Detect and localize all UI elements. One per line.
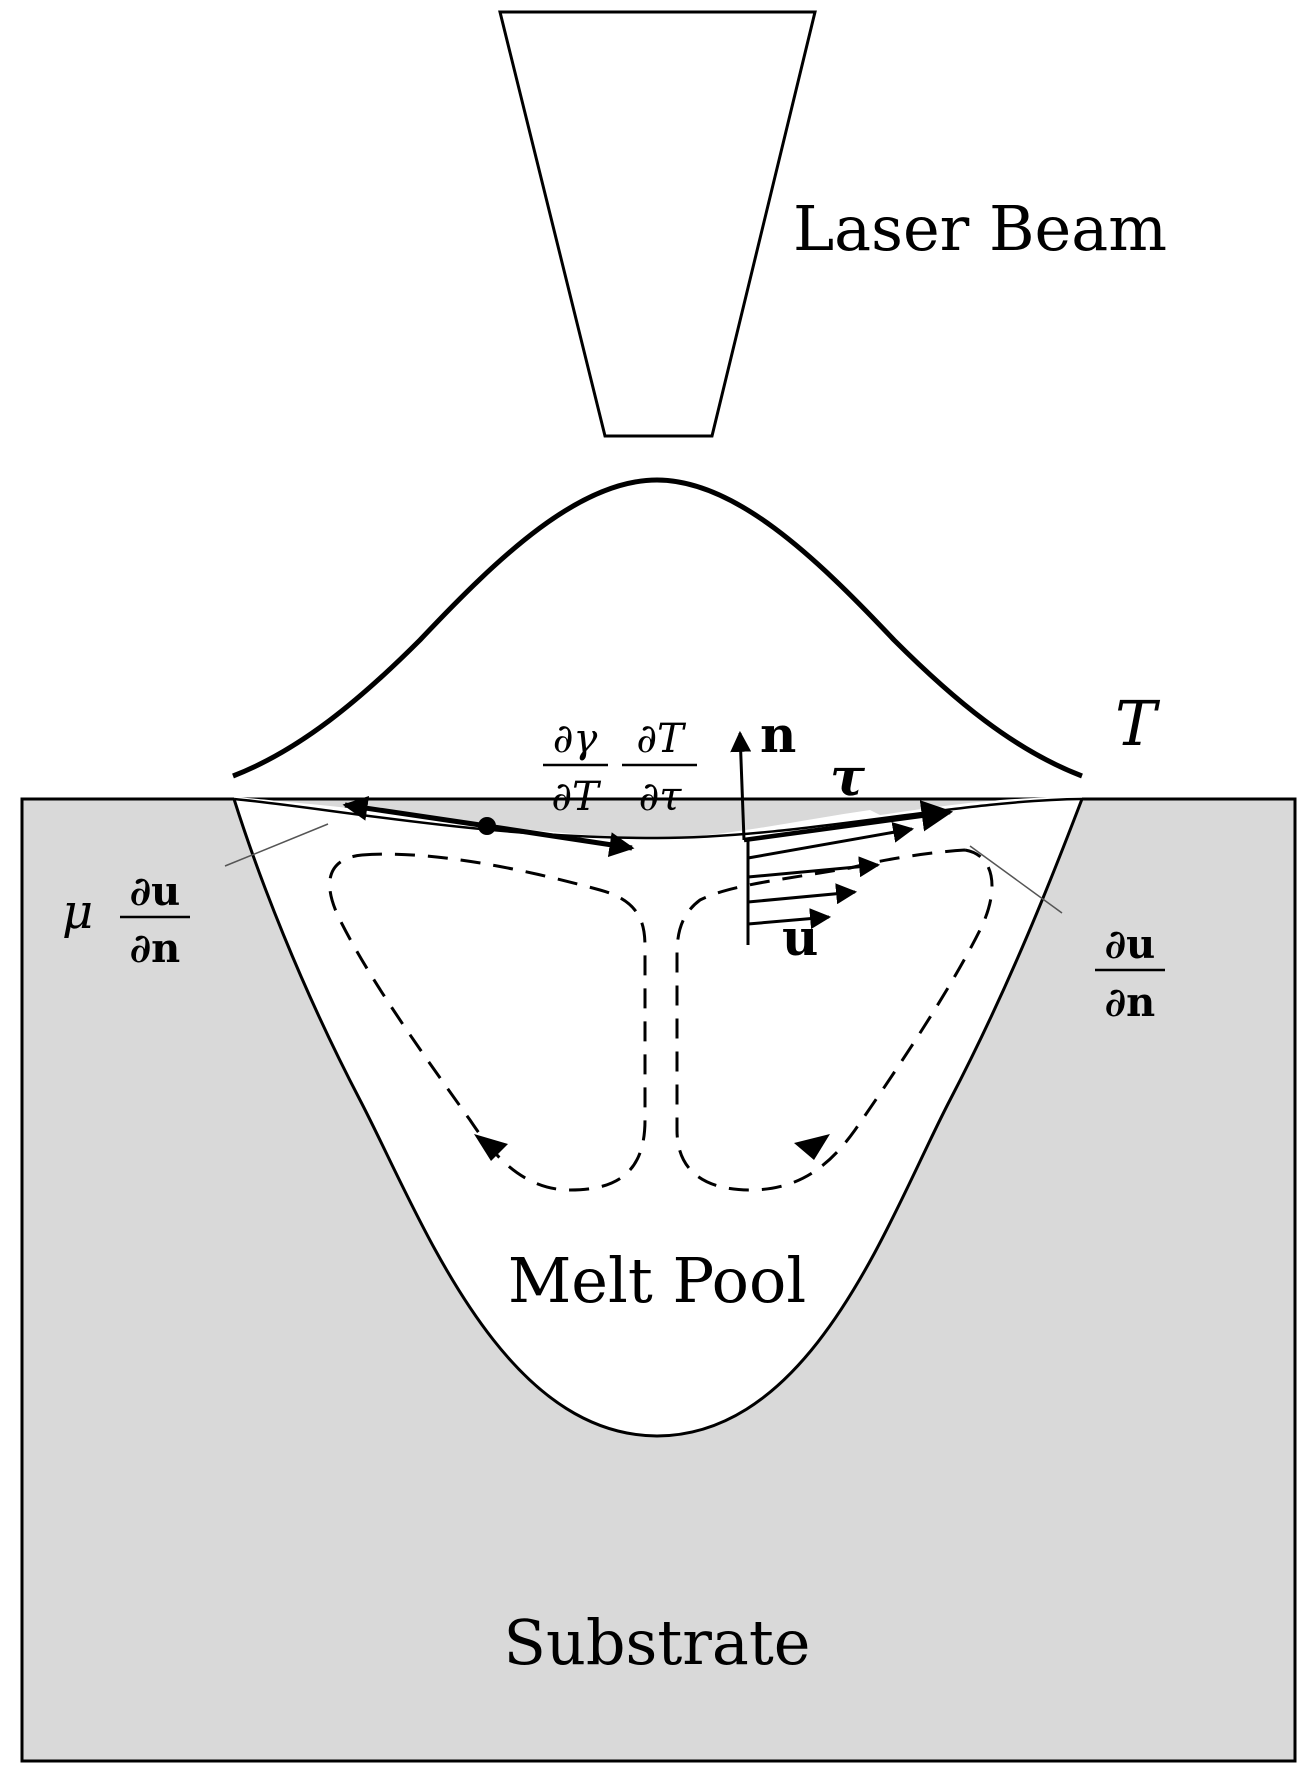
melt-pool-label: Melt Pool — [508, 1244, 806, 1317]
marangoni-frac1-numerator: ∂γ — [553, 716, 598, 762]
viscous-stress-leader — [224, 823, 329, 867]
laser-beam-shape — [498, 10, 817, 438]
temperature-profile-curve — [232, 477, 1083, 779]
surface-point-marker — [478, 817, 496, 835]
viscous-stress-equation: μ ∂u ∂n — [62, 868, 190, 972]
marangoni-frac2-numerator: ∂T — [636, 716, 687, 762]
normal-vector-label: n — [760, 705, 796, 764]
free-surface — [233, 797, 1083, 840]
viscosity-symbol: μ — [62, 884, 93, 940]
velocity-gradient-equation: ∂u ∂n — [1095, 921, 1165, 1026]
laser-beam-label: Laser Beam — [793, 192, 1167, 265]
marangoni-frac2-denominator: ∂τ — [639, 774, 683, 820]
substrate-label: Substrate — [503, 1606, 810, 1679]
recirculation-loop-left — [328, 852, 647, 1192]
tangent-vector-arrow — [743, 800, 954, 843]
temperature-label: T — [1115, 687, 1161, 760]
velocity-arrow-1 — [747, 821, 915, 860]
velocity-gradient-leader — [969, 845, 1063, 914]
velocity-arrow-4 — [747, 908, 832, 930]
tangent-vector-label: τ — [830, 747, 866, 808]
velocity-arrow-3 — [747, 883, 858, 905]
marangoni-arrow-right — [486, 823, 635, 857]
velocity-vector-label: u — [782, 908, 818, 967]
melt-pool-region — [234, 797, 1082, 1436]
marangoni-stress-equation: ∂γ ∂T ∂T ∂τ — [543, 716, 697, 820]
loop-arrowhead-right — [794, 1134, 830, 1160]
velocity-gradient-denominator: ∂n — [1105, 979, 1155, 1026]
marangoni-arrow-left — [342, 795, 488, 829]
viscous-stress-numerator: ∂u — [130, 868, 180, 915]
viscous-stress-denominator: ∂n — [130, 925, 180, 972]
velocity-gradient-numerator: ∂u — [1105, 921, 1155, 968]
normal-vector-arrow — [730, 730, 752, 841]
melt-pool-boundary — [232, 798, 1084, 1438]
loop-arrowhead-left — [474, 1134, 508, 1161]
marangoni-frac1-denominator: ∂T — [551, 774, 602, 820]
